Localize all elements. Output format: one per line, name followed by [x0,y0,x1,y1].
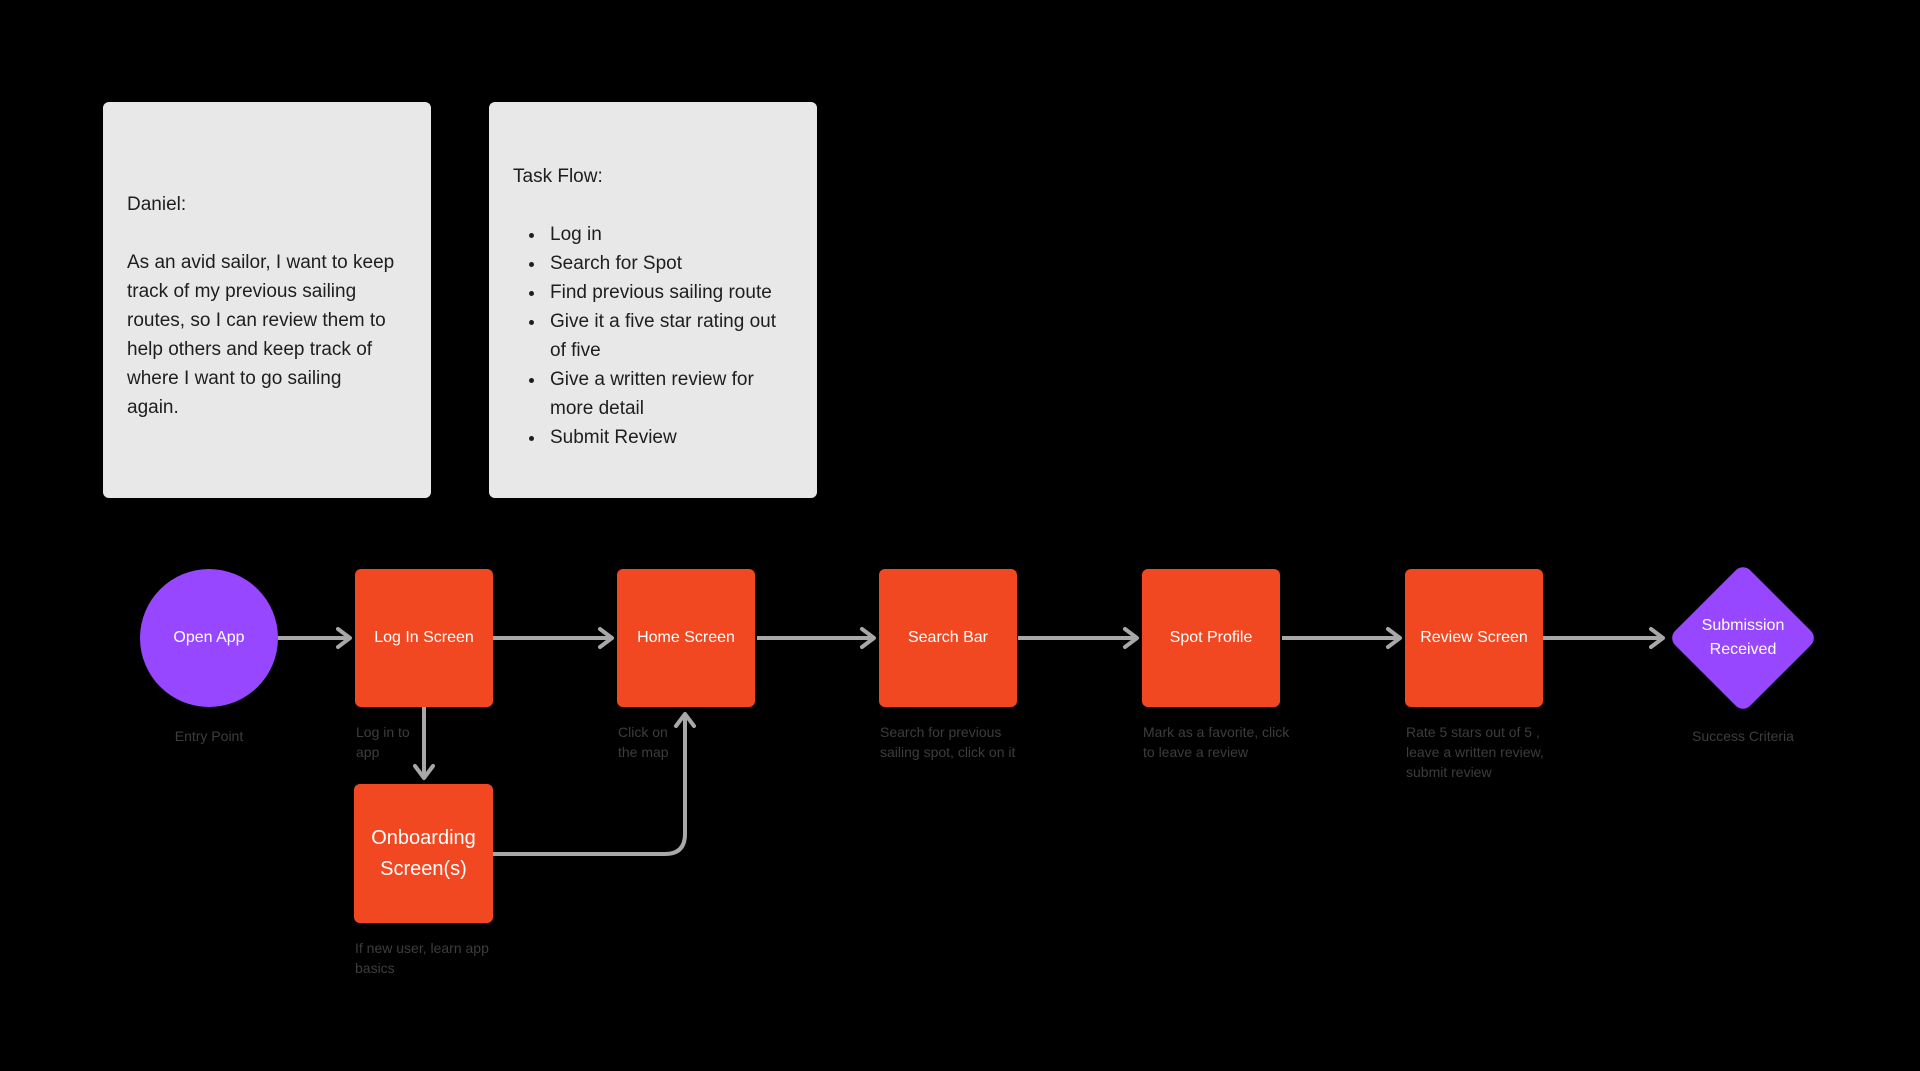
persona-card-title: Daniel: [127,194,187,215]
task-flow-item: Search for Spot [546,249,793,278]
task-flow-item: Give a written review for more detail [546,365,793,423]
spot-profile-node[interactable]: Spot Profile [1142,569,1280,707]
home-screen-node[interactable]: Home Screen [617,569,755,707]
spot-profile-label: Spot Profile [1169,629,1253,646]
persona-card-body: As an avid sailor, I want to keep track … [127,252,395,418]
home-screen-caption: Click on the map [618,724,669,760]
login-screen-node[interactable]: Log In Screen [355,569,493,707]
submission-received-label: Submission Received [1701,617,1785,658]
login-screen-caption: Log in to app [356,724,410,760]
task-flow-item: Find previous sailing route [546,278,793,307]
review-screen-label: Review Screen [1420,629,1528,646]
entry-point-caption: Entry Point [174,728,244,744]
onboarding-screens-node[interactable]: Onboarding Screen(s) [354,784,493,923]
submission-received-node[interactable]: Submission Received [1668,563,1818,713]
spot-profile-caption: Mark as a favorite, click to leave a rev… [1143,724,1290,760]
review-screen-caption: Rate 5 stars out of 5 , leave a written … [1406,724,1544,780]
task-flow-item: Log in [546,220,793,249]
success-criteria-caption: Success Criteria [1692,728,1794,744]
task-flow-item: Give it a five star rating out of five [546,307,793,365]
entry-point-node[interactable]: Open App [140,569,278,707]
login-screen-label: Log In Screen [374,629,474,646]
search-bar-caption: Search for previous sailing spot, click … [880,724,1016,760]
onboarding-screens-label: Onboarding Screen(s) [371,826,476,880]
task-flow-card-title: Task Flow: [513,166,603,187]
task-flow-item: Submit Review [546,423,793,452]
entry-point-label: Open App [173,629,245,646]
connector-onboarding-home[interactable] [493,712,696,856]
task-flow-list: Log in Search for Spot Find previous sai… [513,220,793,452]
search-bar-label: Search Bar [907,629,989,646]
persona-card[interactable]: Daniel: As an avid sailor, I want to kee… [103,102,431,498]
home-screen-label: Home Screen [637,629,735,646]
onboarding-screens-caption: If new user, learn app basics [355,940,489,976]
review-screen-node[interactable]: Review Screen [1405,569,1543,707]
search-bar-node[interactable]: Search Bar [879,569,1017,707]
task-flow-card[interactable]: Task Flow: Log in Search for Spot Find p… [489,102,817,498]
